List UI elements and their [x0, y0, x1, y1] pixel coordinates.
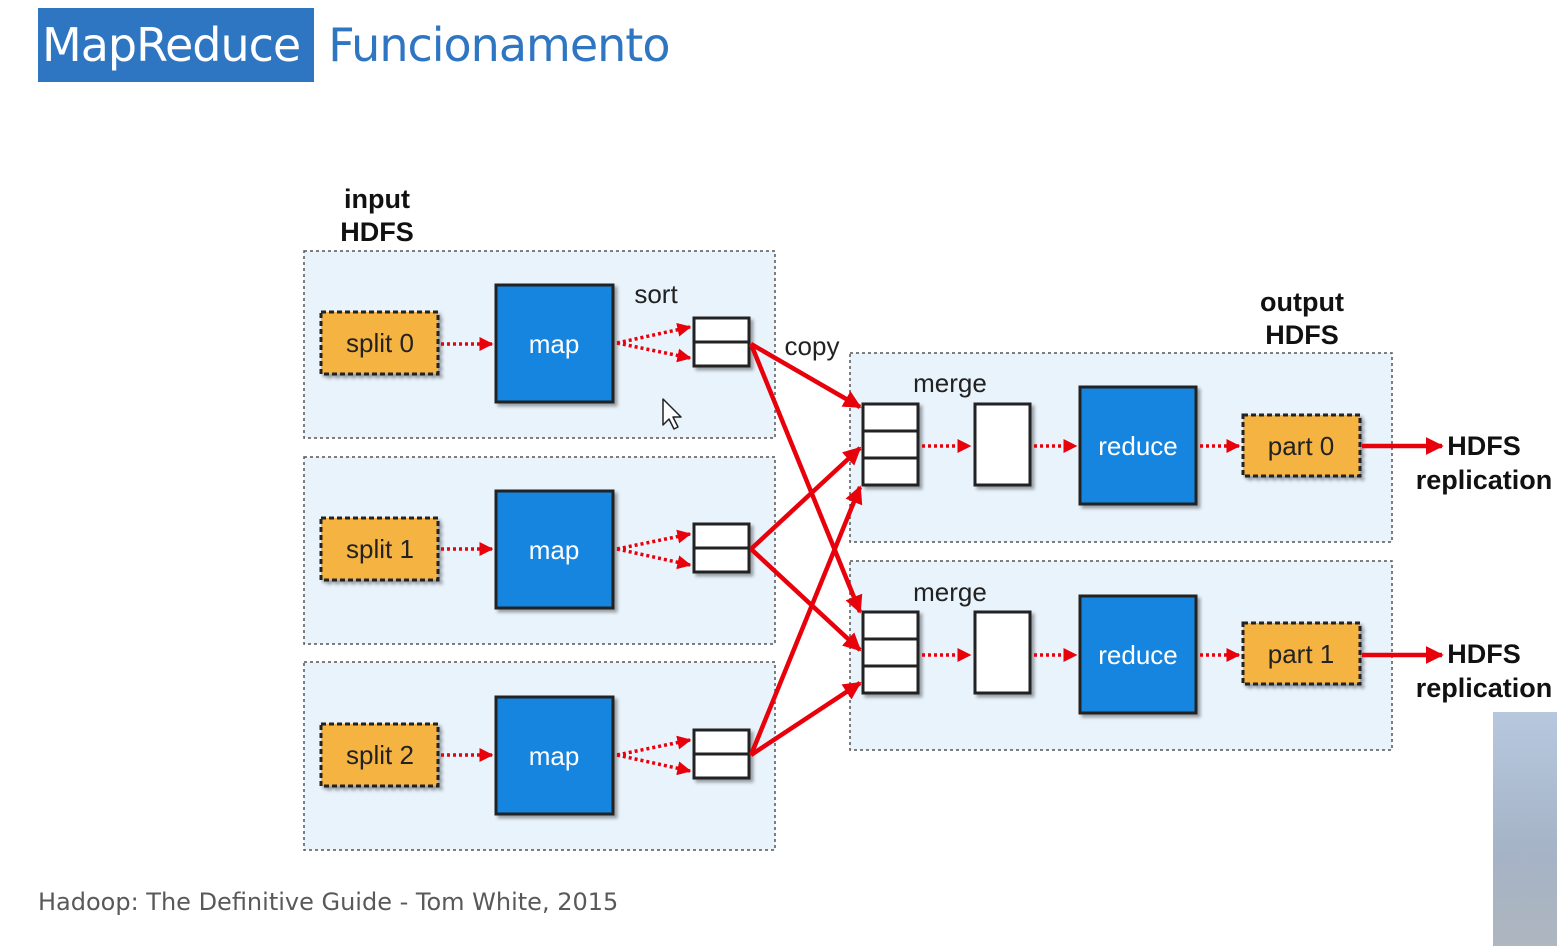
map-box-2: map — [494, 695, 615, 816]
title-rest: Funcionamento — [328, 18, 670, 72]
sort-label: sort — [634, 279, 678, 309]
video-overlay-panel — [1493, 712, 1557, 946]
output-label-line2: HDFS — [1265, 320, 1339, 350]
merged-file-0 — [973, 402, 1032, 487]
input-label-line2: HDFS — [340, 217, 414, 247]
replication-label-1-line2: replication — [1416, 673, 1553, 703]
merge-label-1: merge — [913, 577, 987, 607]
part-box-0: part 0 — [1241, 413, 1362, 478]
output-label-line1: output — [1260, 287, 1344, 317]
map-label: map — [529, 535, 580, 565]
input-label-line1: input — [344, 184, 410, 214]
copy-arrow-0-0 — [749, 342, 862, 409]
copy-arrow-2-1 — [749, 681, 862, 757]
merge-input-0 — [861, 402, 920, 487]
arrow-map-sort-1a — [616, 529, 692, 551]
part-box-1: part 1 — [1241, 621, 1362, 686]
arrow-map-sort-1b — [616, 547, 692, 570]
reduce-label: reduce — [1098, 431, 1178, 461]
copy-label: copy — [785, 331, 840, 361]
part-label: part 0 — [1268, 431, 1335, 461]
split-label: split 1 — [346, 534, 414, 564]
map-label: map — [529, 329, 580, 359]
sort-partition-1 — [692, 522, 751, 574]
mouse-cursor-icon — [662, 398, 682, 430]
map-box-0: map — [494, 283, 615, 404]
part-label: part 1 — [1268, 639, 1335, 669]
merge-input-1 — [861, 610, 920, 695]
map-label: map — [529, 741, 580, 771]
citation: Hadoop: The Definitive Guide - Tom White… — [38, 888, 619, 916]
replication-label-0-line1: HDFS — [1447, 431, 1521, 461]
split-label: split 0 — [346, 328, 414, 358]
split-box-2: split 2 — [319, 722, 440, 788]
copy-arrow-0-1 — [748, 343, 863, 614]
reduce-box-1: reduce — [1078, 594, 1198, 715]
replication-label-1-line1: HDFS — [1447, 639, 1521, 669]
arrow-map-sort-0a — [616, 322, 692, 345]
merged-file-1 — [973, 610, 1032, 695]
page-title: MapReduce Funcionamento — [38, 8, 670, 82]
merge-label-0: merge — [913, 368, 987, 398]
sort-partition-2 — [692, 728, 751, 780]
arrow-map-sort-0b — [616, 341, 692, 363]
title-highlight: MapReduce — [38, 8, 315, 82]
split-label: split 2 — [346, 740, 414, 770]
reduce-label: reduce — [1098, 640, 1178, 670]
arrow-map-sort-2a — [616, 735, 692, 757]
sort-partition-0 — [692, 316, 751, 368]
copy-arrow-1-0 — [749, 446, 862, 551]
reduce-box-0: reduce — [1078, 385, 1198, 506]
split-box-0: split 0 — [319, 310, 440, 376]
arrow-map-sort-2b — [616, 753, 692, 776]
copy-arrow-2-0 — [748, 485, 863, 756]
copy-arrow-1-1 — [749, 547, 862, 652]
split-box-1: split 1 — [319, 516, 440, 582]
map-box-1: map — [494, 489, 615, 610]
replication-label-0-line2: replication — [1416, 465, 1553, 495]
